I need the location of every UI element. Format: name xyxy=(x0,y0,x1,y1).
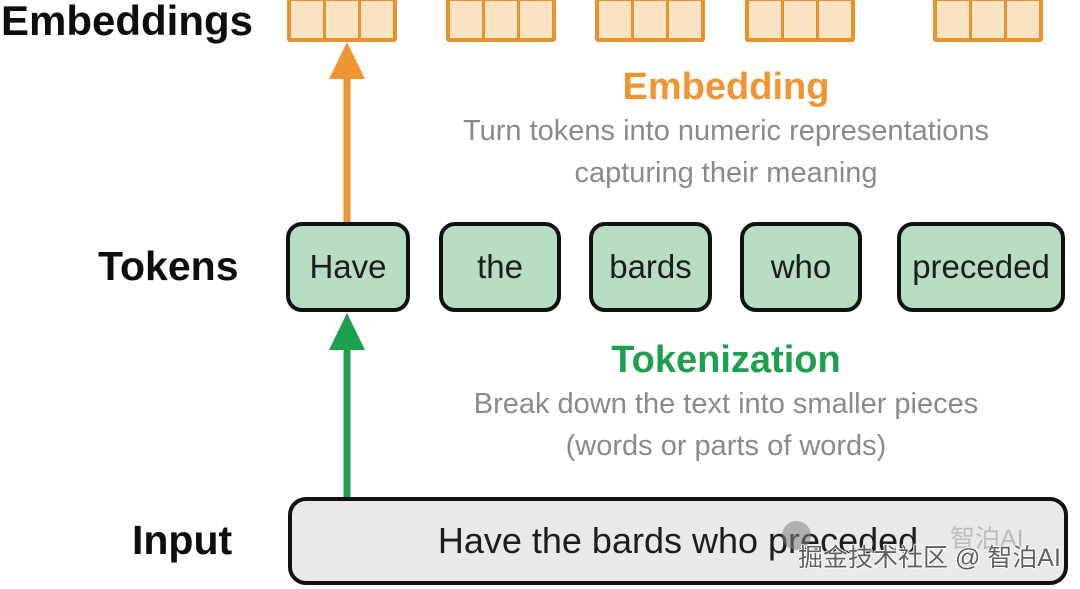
token-box: preceded xyxy=(897,222,1065,312)
token-box: Have xyxy=(286,222,410,312)
token-box: who xyxy=(740,222,862,312)
embedding-cell xyxy=(749,1,781,38)
embedding-cell xyxy=(450,1,482,38)
embedding-step-description-line2: capturing their meaning xyxy=(574,157,878,189)
token-box: bards xyxy=(589,222,712,312)
tokenization-step-description-line1: Break down the text into smaller pieces xyxy=(473,388,979,420)
embedding-step-annotation: Embedding Turn tokens into numeric repre… xyxy=(370,64,1080,194)
embedding-vector xyxy=(446,0,556,42)
watermark-text: 掘金技术社区 @ 智泊AI xyxy=(798,544,1061,572)
tokenization-step-description-line2: (words or parts of words) xyxy=(565,430,887,462)
input-text-box: Have the bards who preceded xyxy=(288,497,1068,585)
embedding-cell xyxy=(634,1,666,38)
embeddings-row-label: Embeddings xyxy=(1,0,254,44)
embedding-vector xyxy=(745,0,855,42)
embedding-step-description-line1: Turn tokens into numeric representations xyxy=(462,115,990,147)
embedding-arrow-up-icon xyxy=(329,42,365,223)
embedding-cell xyxy=(326,1,358,38)
embedding-cell xyxy=(291,1,323,38)
embedding-cell xyxy=(669,1,701,38)
input-row-label: Input xyxy=(132,517,233,563)
embedding-cell xyxy=(819,1,851,38)
embedding-vector xyxy=(933,0,1043,42)
tokenization-step-annotation: Tokenization Break down the text into sm… xyxy=(370,337,1080,467)
embedding-cell xyxy=(972,1,1004,38)
embedding-cell xyxy=(784,1,816,38)
tokens-row-label: Tokens xyxy=(98,243,239,289)
embedding-cell xyxy=(1007,1,1039,38)
embedding-step-title: Embedding xyxy=(622,66,830,108)
embedding-vector xyxy=(287,0,397,42)
token-box: the xyxy=(439,222,561,312)
embedding-cell xyxy=(361,1,393,38)
tokenization-arrow-up-icon xyxy=(329,313,365,498)
embedding-cell xyxy=(520,1,552,38)
tokenization-step-title: Tokenization xyxy=(611,339,841,381)
embedding-cell xyxy=(937,1,969,38)
watermark-avatar xyxy=(782,521,811,550)
embedding-cell xyxy=(485,1,517,38)
embedding-cell xyxy=(599,1,631,38)
watermark-echo-text: 智泊AI xyxy=(950,525,1024,553)
embedding-vector xyxy=(595,0,705,42)
input-text: Have the bards who preceded xyxy=(437,520,919,561)
